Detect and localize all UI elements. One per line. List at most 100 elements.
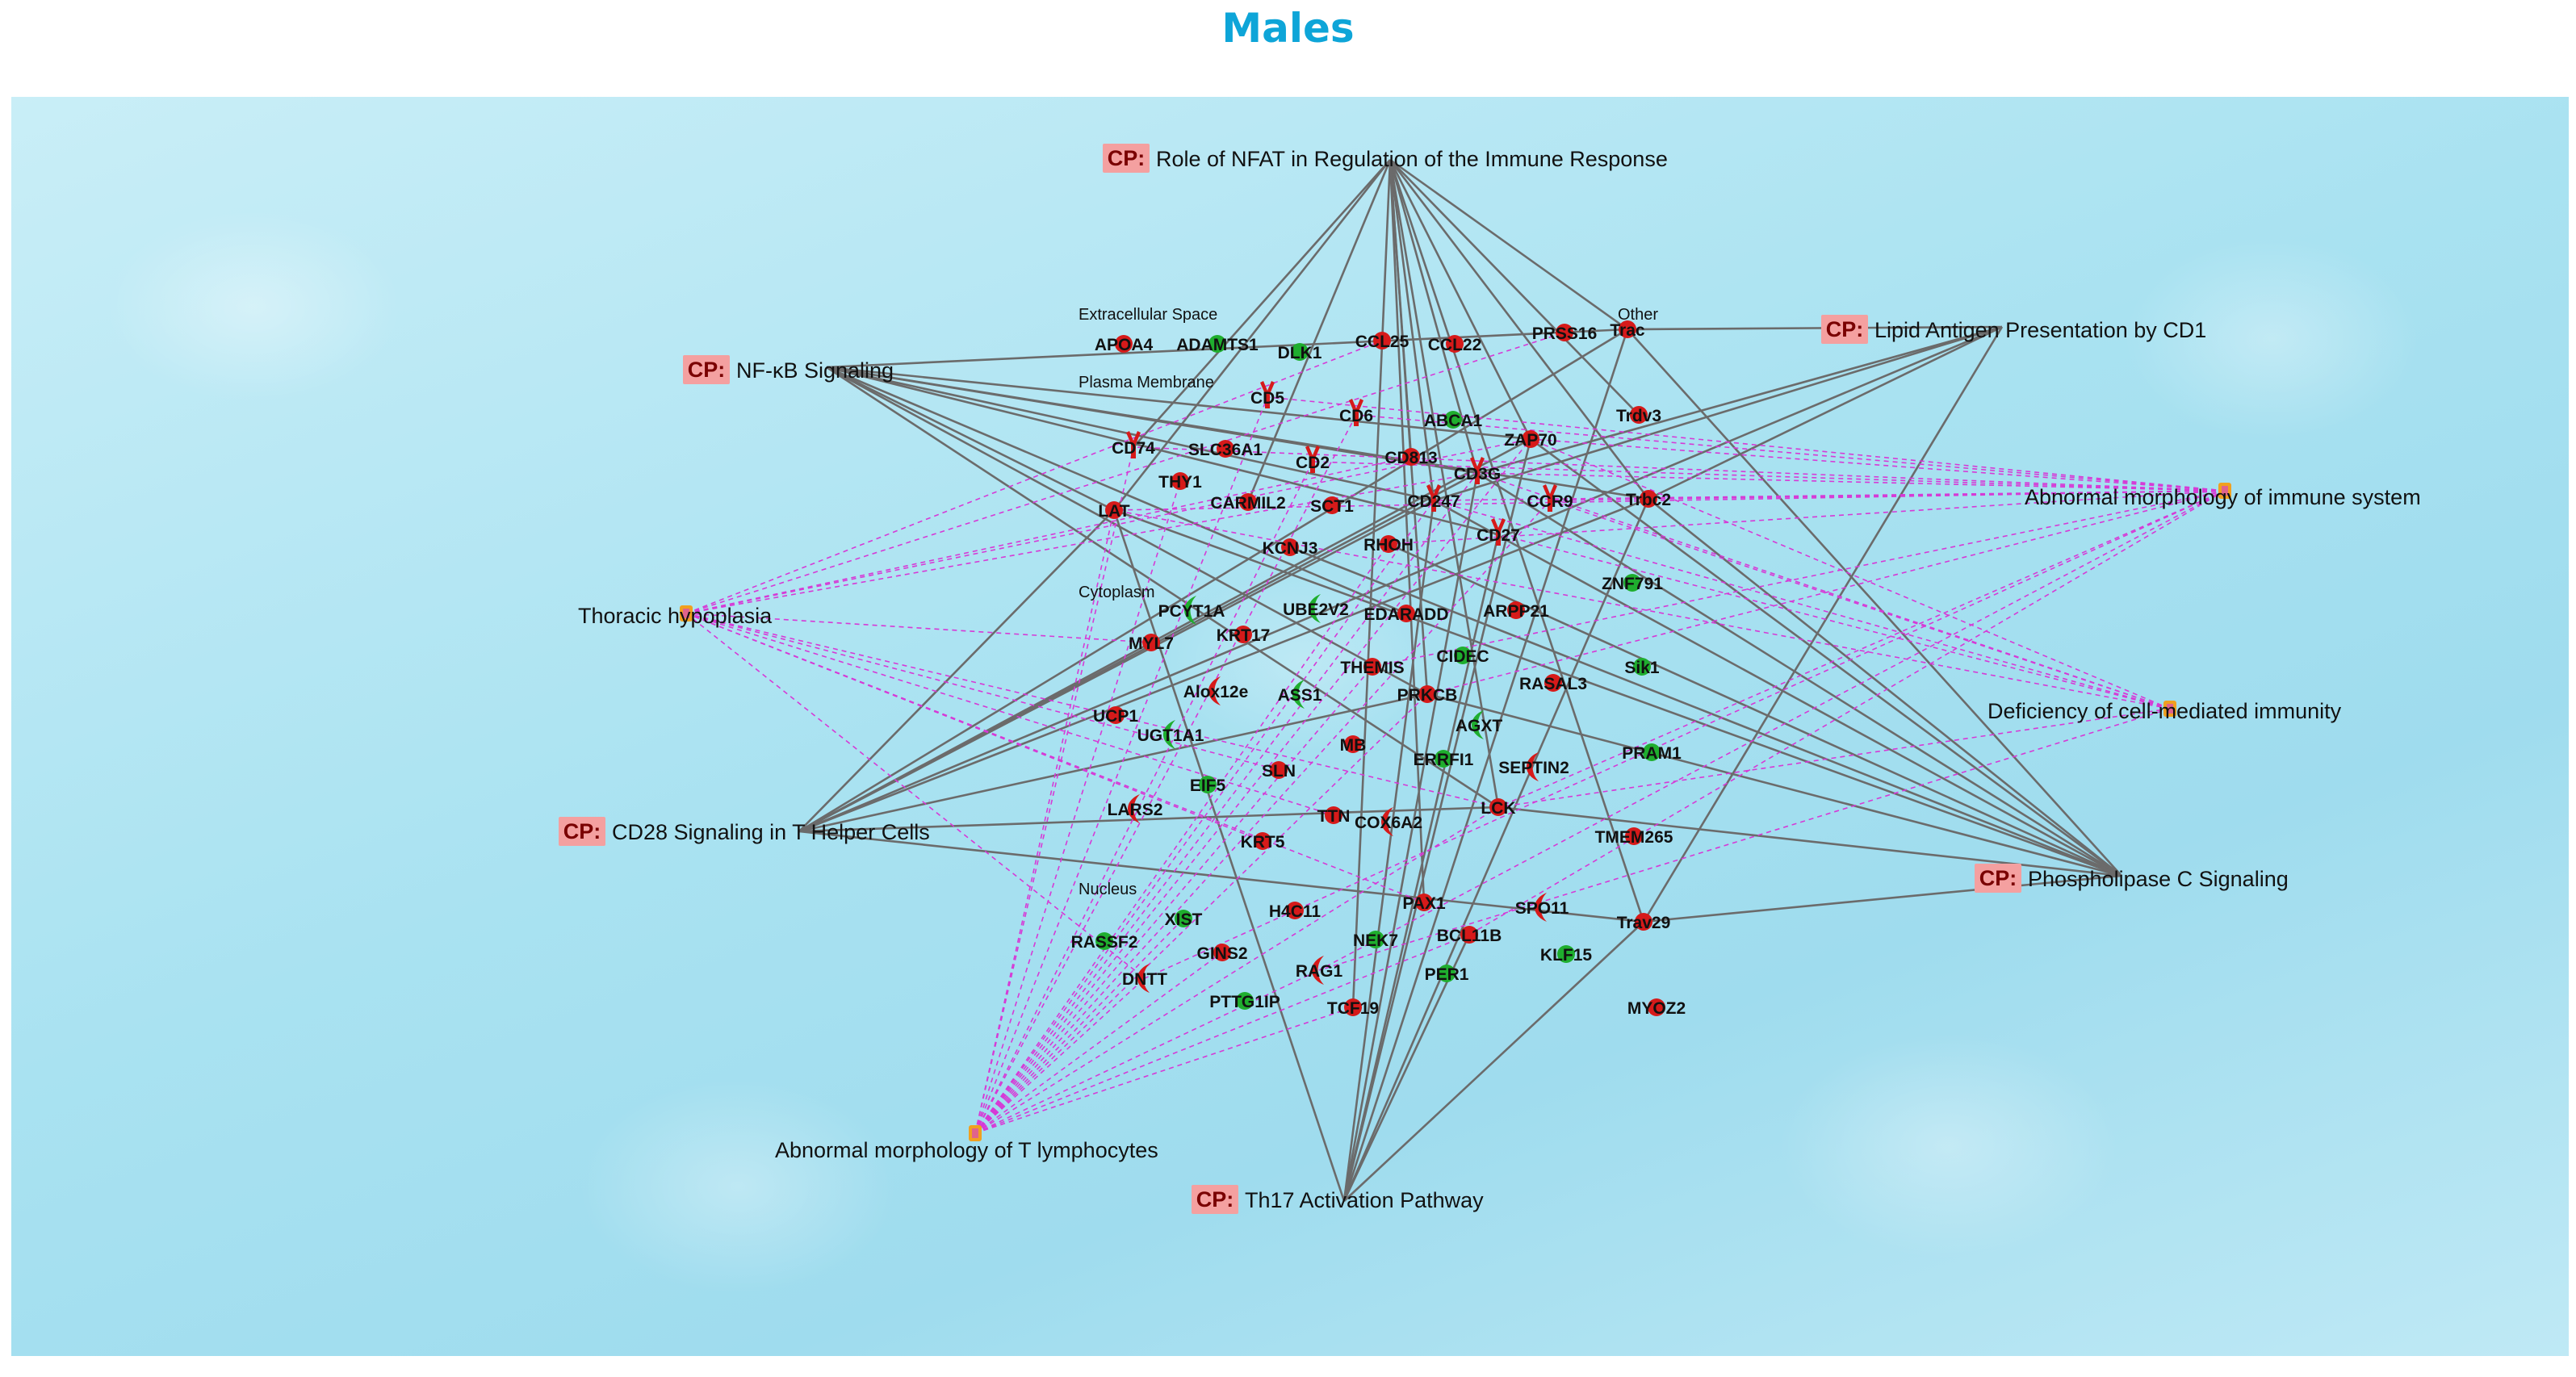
gene-node-ttn[interactable]: TTN [1317,806,1351,826]
enzyme-icon [1312,956,1324,985]
compartment-label-cytoplasm: Cytoplasm [1079,584,1154,601]
gene-node-edaradd[interactable]: EDARADD [1364,605,1449,624]
function-marker-inner-icon [2222,486,2228,496]
gene-node-carmil2[interactable]: CARMIL2 [1210,493,1286,513]
edge-nfkb-LCK [826,366,1499,809]
pathway-node-nfkb[interactable]: CP:NF-κB Signaling [683,355,894,384]
gene-node-septin2[interactable]: SEPTIN2 [1498,752,1569,781]
pathway-node-cd1[interactable]: CP:Lipid Antigen Presentation by CD1 [1821,315,2206,344]
gene-label: KCNJ3 [1263,539,1318,558]
gene-node-sln[interactable]: SLN [1262,761,1296,781]
gene-node-ccl22[interactable]: CCL22 [1428,335,1482,354]
gene-node-rhoh[interactable]: RHOH [1363,535,1414,555]
enzyme-icon [1128,794,1140,823]
gene-node-h4c11[interactable]: H4C11 [1269,902,1322,921]
gene-node-nek7[interactable]: NEK7 [1353,931,1398,950]
gene-node-zap70[interactable]: ZAP70 [1504,430,1557,450]
gene-node-prss16[interactable]: PRSS16 [1532,324,1598,343]
gene-node-trbc2[interactable]: Trbc2 [1626,490,1671,509]
pathway-node-th17[interactable]: CP:Th17 Activation Pathway [1192,1185,1484,1214]
gene-node-rasal3[interactable]: RASAL3 [1519,674,1587,693]
gene-node-ccr9[interactable]: CCR9 [1527,484,1573,512]
gene-node-gins2[interactable]: GINS2 [1196,944,1248,963]
gene-node-abca1[interactable]: ABCA1 [1424,411,1483,430]
gene-node-ugt1a1[interactable]: UGT1A1 [1137,720,1204,749]
gene-node-krt17[interactable]: KRT17 [1217,626,1271,645]
gene-node-cd27[interactable]: CD27 [1476,518,1520,546]
gene-node-rag1[interactable]: RAG1 [1296,956,1343,985]
gene-node-trav29[interactable]: Trav29 [1617,913,1671,932]
gene-node-rassf2[interactable]: RASSF2 [1071,932,1138,952]
gene-node-tcf19[interactable]: TCF19 [1327,998,1379,1018]
pathway-tag: CP: [1108,146,1146,170]
gene-node-pttg1ip[interactable]: PTTG1IP [1209,992,1280,1011]
pathway-node-plc[interactable]: CP:Phospholipase C Signaling [1975,864,2289,893]
gene-node-errfi1[interactable]: ERRFI1 [1414,750,1474,769]
function-node-th[interactable]: Thoracic hypoplasia [578,604,773,628]
gene-node-sct1[interactable]: SCT1 [1310,496,1354,516]
function-node-ami[interactable]: Abnormal morphology of immune system [2025,483,2421,509]
gene-node-ccl25[interactable]: CCL25 [1355,332,1409,351]
gene-node-kcnj3[interactable]: KCNJ3 [1263,538,1318,558]
gene-node-ass1[interactable]: ASS1 [1278,680,1322,709]
gene-node-thy1[interactable]: THY1 [1158,472,1202,492]
gene-node-themis[interactable]: THEMIS [1340,658,1405,677]
gene-node-bcl11b[interactable]: BCL11B [1437,926,1502,945]
gene-node-dntt[interactable]: DNTT [1122,964,1167,993]
gene-node-dlk1[interactable]: DLK1 [1278,343,1322,362]
gene-node-xist[interactable]: XIST [1165,910,1203,929]
gene-label: TTN [1317,807,1351,826]
edge-amt-PRKCB [974,693,1428,1134]
gene-node-cd3g[interactable]: CD3G [1454,457,1501,484]
gene-node-apoa4[interactable]: APOA4 [1095,335,1154,354]
enzyme-icon [1163,720,1175,749]
edge-cd28-LCK [798,806,1499,833]
gene-node-klf15[interactable]: KLF15 [1540,945,1593,965]
edge-cd28-TRAC [798,328,1628,833]
gene-node-adamts1[interactable]: ADAMTS1 [1176,335,1259,354]
pathway-node-nfat[interactable]: CP:Role of NFAT in Regulation of the Imm… [1103,144,1668,173]
gene-node-cd247[interactable]: CD247 [1407,484,1460,512]
gene-node-spo11[interactable]: SPO11 [1515,893,1569,922]
function-node-amt[interactable]: Abnormal morphology of T lymphocytes [775,1125,1158,1162]
gene-node-lat[interactable]: LAT [1098,501,1130,521]
gene-node-ucp1[interactable]: UCP1 [1093,706,1138,726]
gene-node-prkcb[interactable]: PRKCB [1397,685,1458,705]
gene-node-lck[interactable]: LCK [1481,798,1516,818]
gene-node-tmem265[interactable]: TMEM265 [1595,827,1673,847]
gene-node-sik1[interactable]: Sik1 [1624,658,1660,677]
gene-node-znf791[interactable]: ZNF791 [1602,574,1663,593]
gene-circle-icon [1643,743,1661,761]
function-node-dcmi[interactable]: Deficiency of cell-mediated immunity [1987,699,2342,723]
gene-node-lars2[interactable]: LARS2 [1108,794,1163,823]
gene-node-trac[interactable]: Trac [1610,320,1645,340]
enzyme-icon [1309,594,1321,623]
gene-node-eif5[interactable]: EIF5 [1190,776,1226,795]
gene-node-pram1[interactable]: PRAM1 [1622,743,1682,763]
gene-node-krt5[interactable]: KRT5 [1241,832,1285,852]
gene-node-agxt[interactable]: AGXT [1456,710,1503,739]
gene-node-cd74[interactable]: CD74 [1112,431,1155,458]
gene-node-arpp21[interactable]: ARPP21 [1483,601,1549,621]
gene-node-cd6[interactable]: CD6 [1339,399,1373,426]
gene-label: H4C11 [1269,902,1322,921]
gene-node-cd2[interactable]: CD2 [1296,446,1330,473]
edge-plc-CD3G [1476,471,2122,877]
gene-node-cidec[interactable]: CIDEC [1436,647,1489,666]
gene-node-myl7[interactable]: MYL7 [1129,634,1174,653]
gene-node-pcyt1a[interactable]: PCYT1A [1158,596,1225,625]
gene-node-ube2v2[interactable]: UBE2V2 [1283,594,1349,623]
gene-node-slc36a1[interactable]: SLC36A1 [1188,440,1263,459]
gene-node-cox6a2[interactable]: COX6A2 [1355,807,1422,836]
gene-node-pax1[interactable]: PAX1 [1402,894,1446,913]
gene-node-myoz2[interactable]: MYOZ2 [1627,998,1686,1018]
gene-node-cd5[interactable]: CD5 [1250,381,1284,408]
gene-node-trdv3[interactable]: Trdv3 [1616,406,1661,425]
gene-node-per1[interactable]: PER1 [1425,965,1469,984]
compartment-label-nucleus: Nucleus [1079,881,1137,898]
gene-node-cd813[interactable]: CD813 [1384,448,1438,467]
gene-node-alox12e[interactable]: Alox12e [1183,676,1249,705]
pathway-node-cd28[interactable]: CP:CD28 Signaling in T Helper Cells [559,817,930,846]
gene-node-mb[interactable]: MB [1340,735,1367,755]
edge-th-CCL25 [685,340,1383,614]
